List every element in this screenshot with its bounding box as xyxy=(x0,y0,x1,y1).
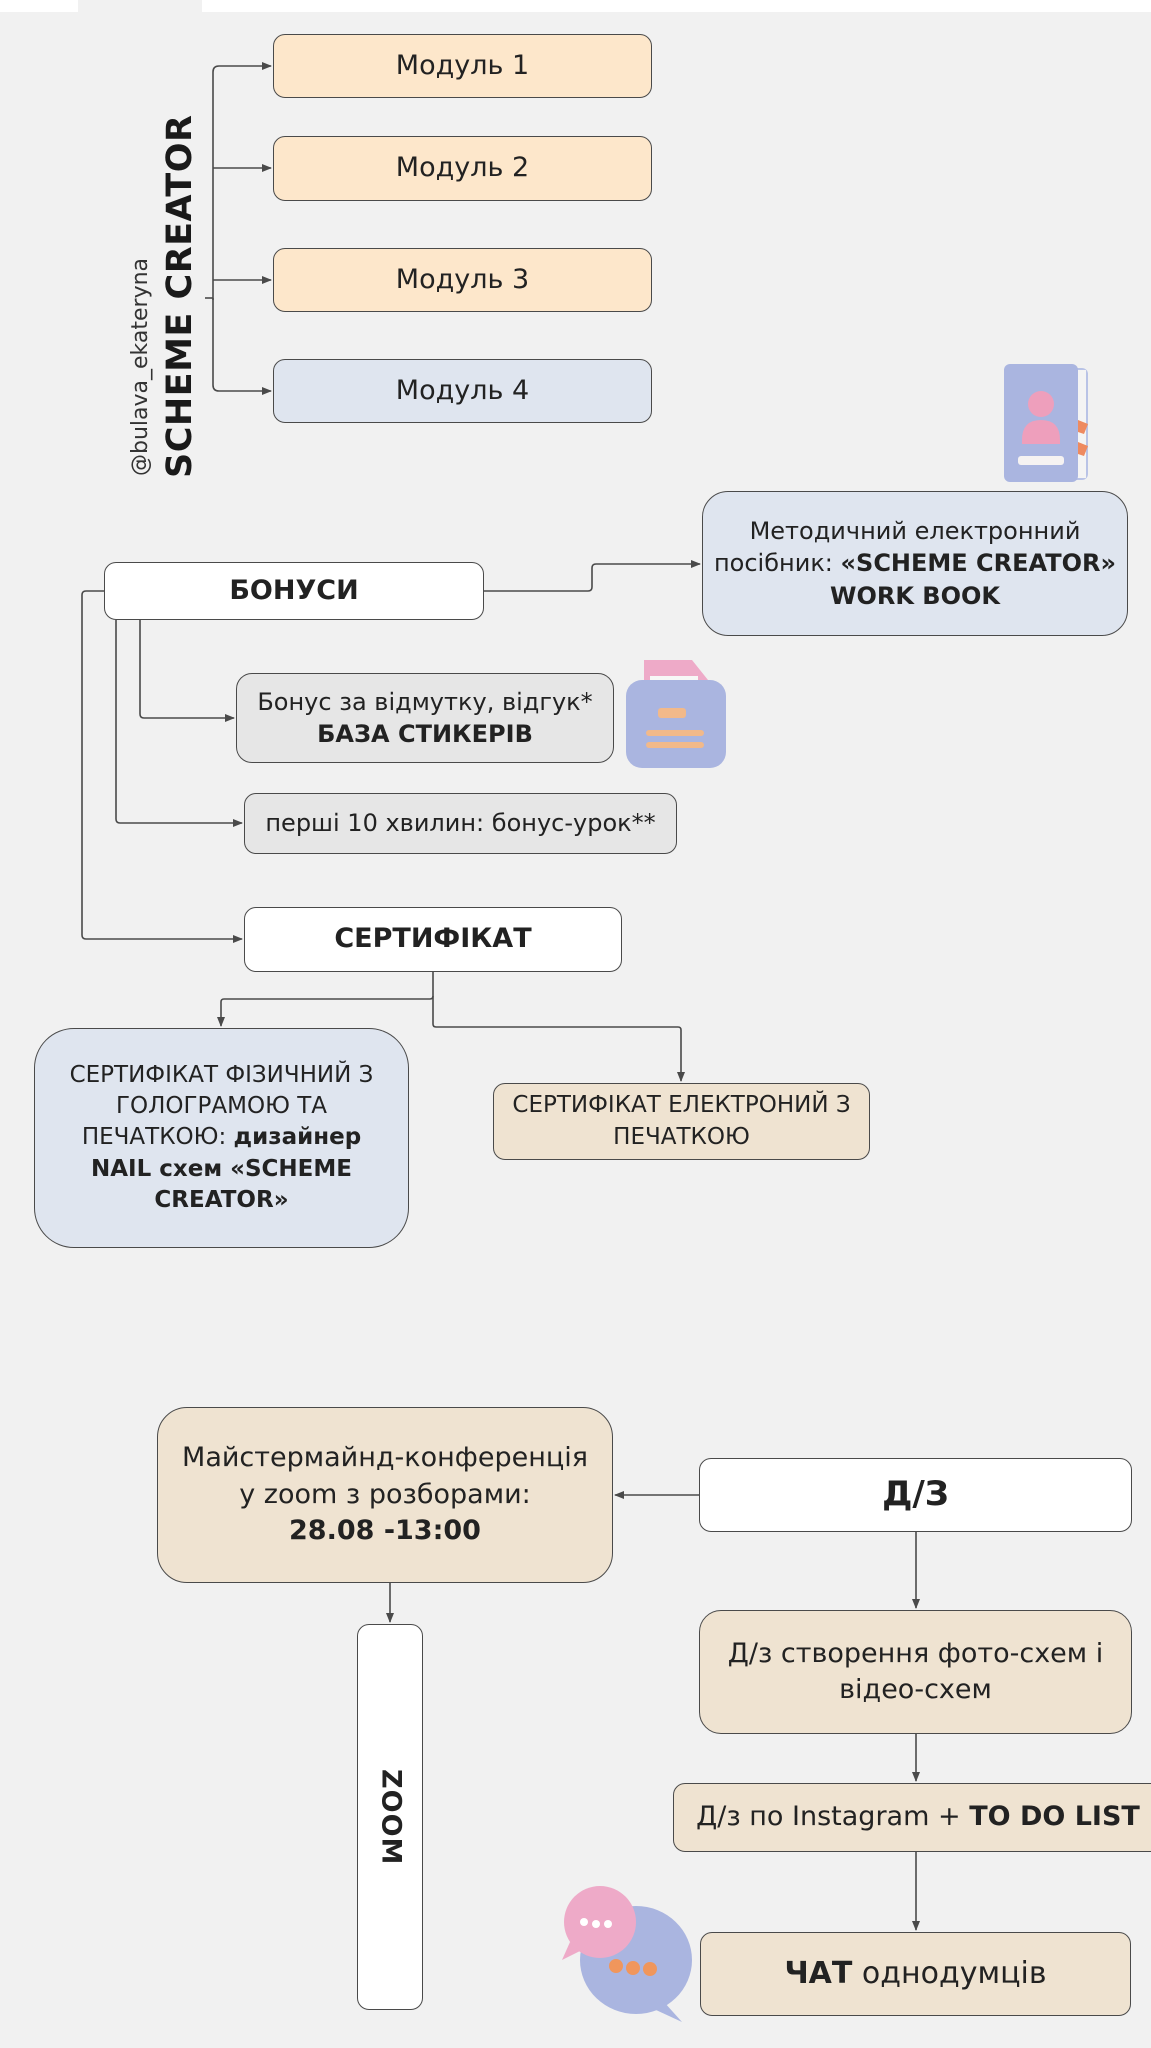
workbook-node[interactable]: Методичний електронний посібник: «SCHEME… xyxy=(702,491,1128,636)
electronic-certificate-node[interactable]: СЕРТИФІКАТ ЕЛЕКТРОНИЙ З ПЕЧАТКОЮ xyxy=(493,1083,870,1160)
connector-certificate xyxy=(81,590,243,943)
bonuses-label: БОНУСИ xyxy=(229,574,359,606)
connector-module-1 xyxy=(212,62,272,300)
instagram-bold: TO DO LIST xyxy=(969,1801,1140,1833)
chat-rest: однодумців xyxy=(852,1955,1047,1991)
instagram-prefix: Д/з по Instagram + xyxy=(696,1801,970,1833)
workbook-line-2-prefix: посібник: xyxy=(713,549,841,578)
homework-label: Д/З xyxy=(882,1474,949,1515)
chat-bold: ЧАТ xyxy=(784,1955,853,1991)
workbook-line-1: Методичний електронний xyxy=(749,516,1081,545)
physical-certificate-node[interactable]: СЕРТИФІКАТ ФІЗИЧНИЙ З ГОЛОГРАМОЮ ТА ПЕЧА… xyxy=(34,1028,409,1248)
physical-certificate-bold: дизайнер NAIL схем «SCHEME CREATOR» xyxy=(90,1124,362,1213)
mastermind-line-2: у zoom з розборами: xyxy=(239,1478,531,1510)
module-3[interactable]: Модуль 3 xyxy=(273,248,652,312)
chat-node[interactable]: ЧАТ однодумців xyxy=(700,1932,1131,2016)
connector-module-4 xyxy=(212,298,272,395)
connector-lesson xyxy=(115,620,243,827)
module-2[interactable]: Модуль 2 xyxy=(273,136,652,201)
certificate-label: СЕРТИФІКАТ xyxy=(334,923,532,955)
module-4-label: Модуль 4 xyxy=(395,374,530,406)
file-box-icon xyxy=(626,660,726,768)
module-1-label: Модуль 1 xyxy=(395,49,530,81)
top-strip-left xyxy=(0,0,78,12)
photo-scheme-node[interactable]: Д/з створення фото-схем і відео-схем xyxy=(699,1610,1132,1734)
module-1[interactable]: Модуль 1 xyxy=(273,34,652,98)
connector-physical xyxy=(217,972,434,1027)
module-4[interactable]: Модуль 4 xyxy=(273,359,652,423)
mastermind-node[interactable]: Майстермайнд-конференція у zoom з розбор… xyxy=(157,1407,613,1583)
mastermind-line-3: 28.08 -13:00 xyxy=(289,1515,481,1547)
workbook-line-3: WORK BOOK xyxy=(829,581,1000,610)
physical-certificate-text: СЕРТИФІКАТ ФІЗИЧНИЙ З ГОЛОГРАМОЮ ТА ПЕЧА… xyxy=(69,1062,374,1151)
mastermind-line-1: Майстермайнд-конференція xyxy=(182,1442,588,1474)
chat-bubbles-icon xyxy=(562,1886,692,2022)
contact-book-icon xyxy=(1004,364,1088,482)
connector-electronic xyxy=(432,996,685,1082)
certificate-node[interactable]: СЕРТИФІКАТ xyxy=(244,907,622,972)
connector-workbook xyxy=(484,560,701,592)
homework-node[interactable]: Д/З xyxy=(699,1458,1132,1532)
workbook-line-2-bold: «SCHEME CREATOR» xyxy=(840,549,1117,578)
connector-stickers xyxy=(139,620,235,722)
photo-scheme-label: Д/з створення фото-схем і відео-схем xyxy=(727,1637,1104,1705)
lesson-node[interactable]: перші 10 хвилин: бонус-урок** xyxy=(244,793,677,854)
top-strip-right xyxy=(202,0,1151,12)
stickers-line-1: Бонус за відмутку, відгук* xyxy=(257,687,593,716)
lesson-label: перші 10 хвилин: бонус-урок** xyxy=(265,809,656,838)
stickers-node[interactable]: Бонус за відмутку, відгук* БАЗА СТИКЕРІВ xyxy=(236,673,614,763)
instagram-node[interactable]: Д/з по Instagram + TO DO LIST xyxy=(673,1783,1151,1852)
stickers-line-2: БАЗА СТИКЕРІВ xyxy=(317,720,533,748)
course-title: SCHEME CREATOR xyxy=(160,114,200,478)
zoom-label: ZOOM xyxy=(375,1768,407,1866)
author-handle: @bulava_ekateryna xyxy=(128,257,153,476)
module-2-label: Модуль 2 xyxy=(395,152,530,184)
module-3-label: Модуль 3 xyxy=(395,263,530,295)
electronic-certificate-text: СЕРТИФІКАТ ЕЛЕКТРОНИЙ З ПЕЧАТКОЮ xyxy=(512,1092,851,1150)
bonuses-node[interactable]: БОНУСИ xyxy=(104,562,484,620)
zoom-node[interactable]: ZOOM xyxy=(357,1624,423,2010)
